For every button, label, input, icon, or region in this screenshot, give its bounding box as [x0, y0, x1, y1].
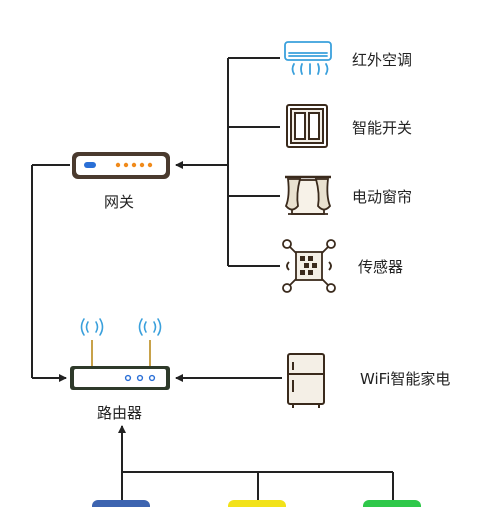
- device-label-switch: 智能开关: [352, 119, 413, 137]
- connector-lines: [31, 57, 394, 500]
- gateway-icon: [72, 152, 170, 179]
- sensor-icon: [282, 239, 336, 293]
- device-label-ac: 红外空调: [352, 51, 413, 69]
- wifi-router-icon: [70, 318, 170, 390]
- curtain-icon: [284, 175, 332, 215]
- router-label: 路由器: [97, 404, 143, 422]
- wall-switch-icon: [286, 104, 328, 148]
- refrigerator-icon: [287, 353, 325, 408]
- device-label-appliance: WiFi智能家电: [360, 370, 451, 388]
- device-label-curtain: 电动窗帘: [352, 188, 413, 206]
- green-device-icon: [363, 500, 421, 507]
- air-conditioner-icon: [284, 41, 332, 75]
- yellow-device-icon: [228, 500, 286, 507]
- blue-device-icon: [92, 500, 150, 507]
- device-label-sensor: 传感器: [358, 258, 404, 276]
- gateway-label: 网关: [104, 193, 135, 211]
